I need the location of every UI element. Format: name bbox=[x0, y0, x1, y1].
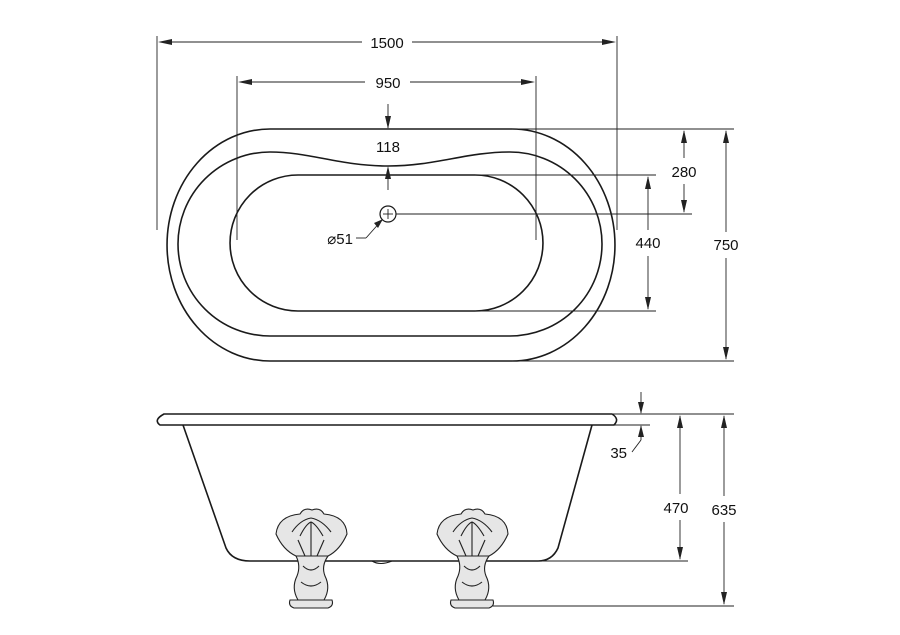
dimension-overall-height: 635 bbox=[493, 413, 737, 607]
dimension-inner-length: 950 bbox=[236, 75, 537, 240]
overall-width-label: 750 bbox=[713, 237, 738, 254]
overall-length-label: 1500 bbox=[370, 35, 403, 52]
dimension-waste-offset: 280 bbox=[396, 128, 697, 215]
side-elevation-view bbox=[156, 413, 618, 609]
dimension-overall-length: 1500 bbox=[156, 35, 618, 230]
dimension-rim-thickness: 35 bbox=[610, 392, 650, 462]
rim-dip-label: 118 bbox=[376, 139, 400, 156]
dimension-rim-dip: 118 bbox=[376, 104, 400, 190]
inner-rim-outline bbox=[177, 151, 603, 337]
inner-width-label: 440 bbox=[635, 235, 660, 252]
tub-body-outline bbox=[182, 424, 593, 562]
waste-offset-label: 280 bbox=[671, 164, 696, 181]
dimension-inner-width: 440 bbox=[475, 174, 661, 312]
claw-foot-right-icon bbox=[436, 508, 509, 609]
outer-rim-outline bbox=[166, 128, 616, 362]
inner-length-label: 950 bbox=[375, 75, 400, 92]
basin-outline bbox=[229, 174, 544, 312]
waste-diameter-label: ⌀51 bbox=[327, 231, 353, 248]
overall-height-label: 635 bbox=[711, 502, 736, 519]
dimension-overall-width: 750 bbox=[512, 128, 739, 362]
dimension-waste-diameter: ⌀51 bbox=[327, 219, 383, 248]
claw-foot-left-icon bbox=[275, 508, 348, 609]
plan-view bbox=[166, 128, 616, 362]
waste-drop bbox=[371, 560, 393, 565]
rim-profile bbox=[156, 413, 618, 426]
rim-thickness-label: 35 bbox=[610, 445, 627, 462]
bath-depth-label: 470 bbox=[663, 500, 688, 517]
